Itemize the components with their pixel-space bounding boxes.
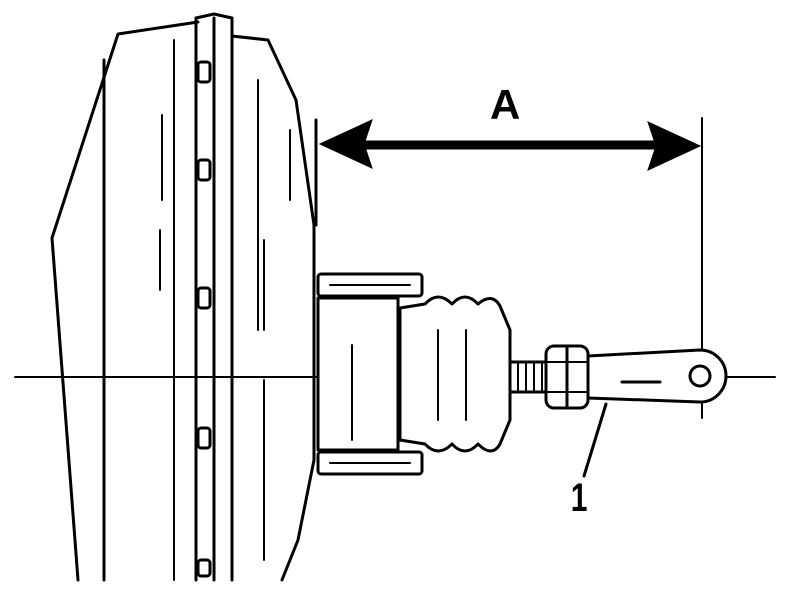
flange-tab	[196, 558, 212, 578]
threaded-rod	[508, 360, 550, 394]
arrow-left	[318, 119, 373, 169]
booster-rear-shell	[230, 16, 316, 582]
booster-flange	[194, 12, 234, 582]
flange-tab	[196, 158, 212, 182]
flange-tab	[196, 60, 212, 84]
mounting-studs	[316, 272, 424, 476]
flange-tab	[196, 286, 212, 310]
dimension-label-a: A	[490, 81, 521, 128]
flange-tab	[196, 426, 212, 450]
rubber-boot	[398, 295, 512, 453]
arrow-right	[647, 121, 702, 171]
callout-leader-line	[582, 402, 608, 478]
clevis-fork	[586, 348, 728, 404]
callout-label-1: 1	[570, 476, 588, 520]
lock-nut	[544, 344, 590, 410]
clevis-pin-hole	[688, 364, 712, 388]
pushrod-housing	[316, 296, 400, 452]
booster-housing	[50, 20, 200, 582]
